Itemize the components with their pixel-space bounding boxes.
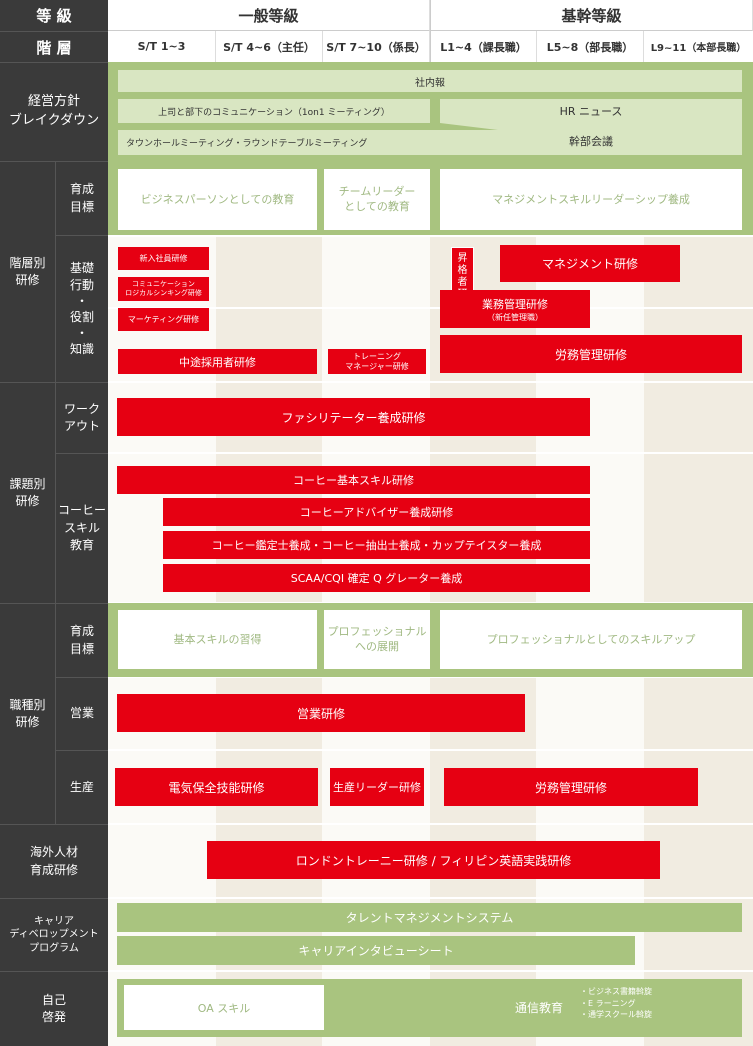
- workout-label: ワーク アウト: [55, 382, 108, 453]
- coffee-skill-label: コーヒー スキル 教育: [55, 453, 108, 603]
- management-training: マネジメント研修: [500, 245, 680, 282]
- sales-label: 営業: [55, 677, 108, 750]
- operations-mgmt-sub: （新任管理職）: [487, 312, 543, 322]
- row-divider: [108, 749, 753, 751]
- general-grade-header: 一般等級: [108, 0, 430, 31]
- row-divider: [108, 235, 753, 237]
- goal-business-box: ビジネスパーソンとしての教育: [118, 169, 317, 230]
- labor-mgmt-training: 労務管理研修: [440, 335, 742, 373]
- career-interview-bar: キャリアインタビューシート: [117, 936, 635, 965]
- coffee-basic-training: コーヒー基本スキル研修: [117, 466, 590, 494]
- level-header-l5: L5~8（部長職）: [537, 31, 644, 62]
- level-header-st4: S/T 4~6（主任）: [216, 31, 323, 62]
- production-label: 生産: [55, 750, 108, 824]
- townhall-exec-bar: [118, 123, 742, 155]
- level-header-l9: L9~11（本部長職）: [644, 31, 753, 62]
- exec-meeting-label: 幹部会議: [569, 135, 613, 148]
- oa-skills-box: OA スキル: [124, 985, 324, 1030]
- goal-professional-box: プロフェッショナル への展開: [324, 610, 430, 669]
- townhall-label: タウンホールミーティング・ラウンドテーブルミーティング: [126, 138, 368, 149]
- trainer-manager-training: トレーニング マネージャー研修: [328, 349, 426, 374]
- operations-mgmt-label: 業務管理研修: [482, 297, 548, 311]
- row-divider: [108, 452, 753, 454]
- row-divider: [108, 381, 753, 383]
- talent-management-bar: タレントマネジメントシステム: [117, 903, 742, 932]
- job-training-label: 職種別 研修: [0, 603, 55, 824]
- midcareer-training: 中途採用者研修: [118, 349, 317, 374]
- hr-news-bar: HR ニュース: [440, 99, 742, 123]
- goal-skillup-box: プロフェッショナルとしてのスキルアップ: [440, 610, 742, 669]
- basic-knowledge-label: 基礎 行動 ・ 役割 ・ 知識: [55, 235, 108, 382]
- level-header-st7: S/T 7~10（係長）: [323, 31, 430, 62]
- tiered-goal-label: 育成 目標: [55, 161, 108, 235]
- row-divider: [108, 676, 753, 678]
- tiered-training-label: 階層別 研修: [0, 161, 55, 382]
- marketing-training: マーケティング研修: [118, 308, 209, 331]
- coffee-judge-training: コーヒー鑑定士養成・コーヒー抽出士養成・カップテイスター養成: [163, 531, 590, 559]
- level-header-l1: L1~4（課長職）: [430, 31, 537, 62]
- management-training-label: マネジメント研修: [541, 257, 638, 271]
- overseas-label: 海外人材 育成研修: [0, 824, 108, 898]
- self-development-label: 自己 啓発: [0, 971, 108, 1046]
- coffee-advisor-training: コーヒーアドバイザー養成研修: [163, 498, 590, 526]
- production-leader-training: 生産リーダー研修: [330, 768, 424, 806]
- issue-training-label: 課題別 研修: [0, 382, 55, 603]
- grade-header-label: 等 級: [0, 0, 108, 31]
- core-grade-header: 基幹等級: [430, 0, 753, 31]
- new-employee-training: 新入社員研修: [118, 247, 209, 270]
- goal-management-box: マネジメントスキルリーダーシップ養成: [440, 169, 742, 230]
- career-label: キャリア ディベロップメント プログラム: [0, 898, 108, 971]
- operations-mgmt-training: 業務管理研修 （新任管理職）: [440, 290, 590, 328]
- job-goal-label: 育成 目標: [55, 603, 108, 677]
- production-labor-mgmt-training: 労務管理研修: [444, 768, 698, 806]
- goal-basic-skills-box: 基本スキルの習得: [118, 610, 317, 669]
- one-on-one-bar: 上司と部下のコミュニケーション（1on1 ミーティング）: [118, 99, 430, 123]
- facilitator-training: ファシリテーター養成研修: [117, 398, 590, 436]
- internal-news-bar: 社内報: [118, 70, 742, 92]
- level-header-label: 階 層: [0, 31, 108, 62]
- goal-team-leader-box: チームリーダー としての教育: [324, 169, 430, 230]
- row-divider: [108, 823, 753, 825]
- communication-training: コミュニケーション ロジカルシンキング研修: [118, 277, 209, 301]
- electrical-maintenance-training: 電気保全技能研修: [115, 768, 318, 806]
- row-divider: [108, 897, 753, 899]
- correspondence-label: 通信教育: [514, 1000, 563, 1015]
- scaa-training: SCAA/CQI 確定 Q グレーター養成: [163, 564, 590, 592]
- support-items-list: ・ビジネス書籍斡旋 ・E ラーニング ・通学スクール斡旋: [580, 987, 652, 1020]
- overseas-training: ロンドントレーニー研修 / フィリピン英語実践研修: [207, 841, 660, 879]
- breakdown-label: 経営方針 ブレイクダウン: [0, 62, 108, 161]
- level-header-st1: S/T 1~3: [108, 31, 216, 62]
- row-divider: [108, 970, 753, 972]
- row-divider: [108, 307, 753, 309]
- sales-training: 営業研修: [117, 694, 525, 732]
